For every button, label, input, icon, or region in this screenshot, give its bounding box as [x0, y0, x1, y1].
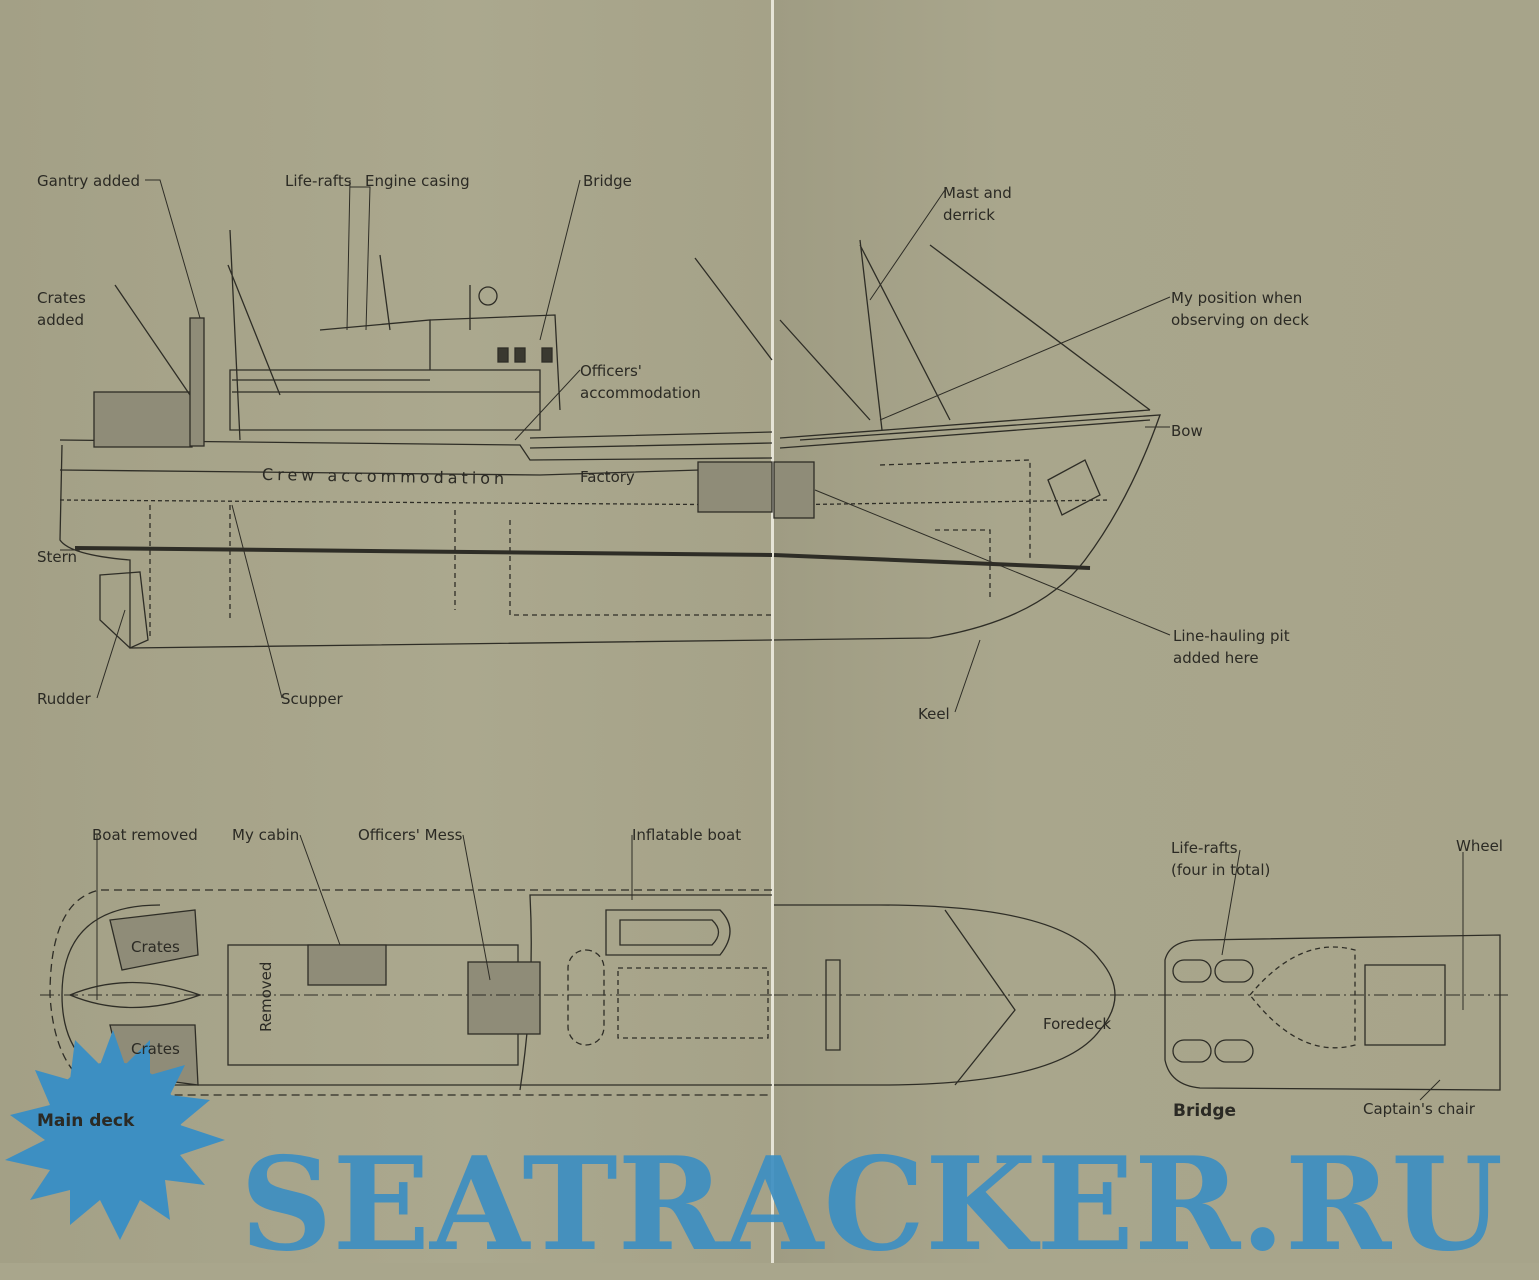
label-crates-2: added — [37, 311, 84, 329]
rail — [529, 431, 773, 449]
label-factory: Factory — [580, 468, 635, 486]
hull-bow-outline — [773, 414, 1161, 641]
crates-plan — [109, 909, 199, 1086]
rubbing-strake-bow — [773, 553, 1091, 570]
label-my-cabin: My cabin — [232, 826, 300, 844]
label-captains-chair: Captain's chair — [1363, 1100, 1475, 1118]
label-pit-2: added here — [1173, 649, 1259, 667]
line-hauling-pit — [697, 461, 773, 513]
label-officers-2: accommodation — [580, 384, 701, 402]
label-stern: Stern — [37, 548, 78, 566]
label-crates-bottom: Crates — [131, 1040, 180, 1058]
main-deck-line — [59, 439, 773, 461]
label-gantry: Gantry added — [37, 172, 141, 190]
officers-mess — [467, 961, 541, 1035]
bow-bulkheads — [879, 459, 1031, 600]
hold-bulkheads — [149, 505, 772, 640]
my-cabin — [307, 944, 387, 986]
label-mast-1: Mast and — [943, 184, 1012, 202]
windlass — [825, 959, 841, 1051]
deck-dash — [59, 499, 773, 506]
label-removed: Removed — [257, 961, 275, 1032]
rail-bow — [779, 409, 1151, 449]
label-bridge-plan: Bridge — [1173, 1101, 1237, 1121]
wheelhouse-block — [1364, 964, 1446, 1046]
masts-and-rigging — [114, 229, 1151, 441]
hull-stern-outline — [59, 444, 773, 649]
label-life-rafts: Life-rafts — [285, 172, 352, 190]
book-gutter — [771, 0, 774, 1263]
label-scupper: Scupper — [281, 690, 343, 708]
deck-dash-bow — [773, 499, 1111, 506]
superstructure — [229, 314, 561, 431]
inflatable-boat — [605, 909, 731, 956]
label-pit-1: Line-hauling pit — [1173, 627, 1290, 645]
label-engine-casing: Engine casing — [365, 172, 470, 190]
label-position-1: My position when — [1171, 289, 1303, 307]
watermark-text: SEATRACKER.RU — [240, 1130, 1503, 1280]
rubbing-strake — [74, 546, 773, 557]
gantry-post — [189, 317, 205, 447]
leader-lines — [60, 179, 1171, 713]
foredeck-v — [944, 909, 1016, 1086]
right-page — [774, 0, 1539, 1263]
label-officers-1: Officers' — [580, 362, 642, 380]
radar-dome — [478, 286, 498, 306]
label-liferafts-2: (four in total) — [1171, 861, 1271, 879]
label-wheel: Wheel — [1456, 837, 1503, 855]
life-raft — [1172, 959, 1212, 983]
label-crew-accommodation: Crew accommodation — [261, 464, 509, 489]
label-inflatable-boat: Inflatable boat — [632, 826, 742, 844]
hatch-oval — [567, 949, 605, 1046]
label-main-deck: Main deck — [37, 1111, 135, 1131]
label-boat-removed: Boat removed — [92, 826, 198, 844]
bridge-outline — [1164, 934, 1501, 1091]
factory-hatch — [617, 967, 769, 1039]
plan-leader-lines — [96, 834, 1464, 1101]
label-mast-2: derrick — [943, 206, 995, 224]
bridge-window — [541, 347, 553, 363]
foredeck-outline — [774, 904, 1116, 1086]
bridge-deck-dashed — [1249, 946, 1356, 1049]
removed-boat-outline — [68, 981, 202, 1009]
label-bow: Bow — [1171, 422, 1203, 440]
label-bridge: Bridge — [583, 172, 632, 190]
rudder-shape — [99, 571, 149, 649]
superstructure-rail — [232, 379, 540, 393]
sun-logo — [5, 1030, 225, 1240]
main-deck-plan — [40, 834, 1510, 1101]
label-liferafts-1: Life-rafts — [1171, 839, 1238, 857]
bridge-window — [497, 347, 509, 363]
label-keel: Keel — [918, 705, 950, 723]
label-crates-1: Crates — [37, 289, 86, 307]
life-raft — [1214, 959, 1254, 983]
label-position-2: observing on deck — [1171, 311, 1309, 329]
label-crates-top: Crates — [131, 938, 180, 956]
bridge-window — [514, 347, 526, 363]
ship-elevation — [59, 179, 1171, 713]
crates-elevation — [93, 391, 193, 448]
life-raft — [1172, 1039, 1212, 1063]
line-hauling-pit-right — [773, 461, 815, 519]
label-officers-mess: Officers' Mess — [358, 826, 463, 844]
label-rudder: Rudder — [37, 690, 91, 708]
label-foredeck: Foredeck — [1043, 1015, 1112, 1033]
life-raft — [1214, 1039, 1254, 1063]
bow-emblem — [1047, 459, 1101, 516]
